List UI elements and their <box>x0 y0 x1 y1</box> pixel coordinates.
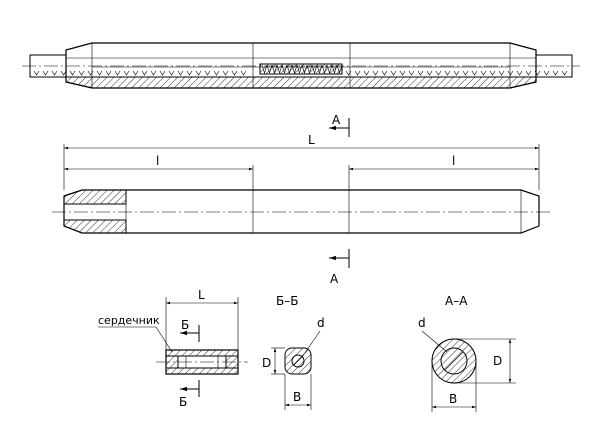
section-bb-view: Б–Б d D В <box>262 294 325 410</box>
strand-mark <box>60 70 67 76</box>
strand-mark <box>525 70 532 76</box>
core-texture-mark <box>261 64 268 75</box>
strand-mark <box>69 70 76 76</box>
strand-mark <box>96 70 103 76</box>
strand-mark <box>195 70 202 76</box>
overall-length-label: L <box>308 133 315 147</box>
core-texture-mark <box>301 64 308 75</box>
section-bb-title: Б–Б <box>276 294 298 308</box>
bb-diameter-label: d <box>317 316 325 330</box>
strand-mark <box>399 70 406 76</box>
strand-mark <box>462 70 469 76</box>
section-aa-view: А–А d D В <box>418 294 516 412</box>
core-callout-label: сердечник <box>98 314 160 327</box>
strand-mark <box>471 70 478 76</box>
strand-mark <box>177 70 184 76</box>
core-texture-mark <box>311 64 318 75</box>
strand-mark <box>87 70 94 76</box>
strand-mark <box>222 70 229 76</box>
strand-mark <box>381 70 388 76</box>
strand-mark <box>354 70 361 76</box>
strand-mark <box>507 70 514 76</box>
strand-mark <box>372 70 379 76</box>
strand-mark <box>33 70 40 76</box>
core-texture-mark <box>271 64 278 75</box>
strand-mark <box>168 70 175 76</box>
strand-mark <box>123 70 130 76</box>
strand-mark <box>78 70 85 76</box>
bb-width-label: В <box>293 390 301 404</box>
core-texture-mark <box>316 64 323 75</box>
core-texture-mark <box>331 64 338 75</box>
aa-height-label: D <box>493 354 502 368</box>
strand-mark <box>150 70 157 76</box>
strand-mark <box>417 70 424 76</box>
core-texture-mark <box>266 64 273 75</box>
sleeve-hatched-section <box>65 76 537 89</box>
strand-mark <box>435 70 442 76</box>
core-texture-mark <box>336 64 343 75</box>
core-texture-mark <box>276 64 283 75</box>
strand-mark <box>561 70 568 76</box>
strand-mark <box>159 70 166 76</box>
strand-mark <box>408 70 415 76</box>
strand-mark <box>534 70 541 76</box>
ferrule-length-label: L <box>198 288 205 302</box>
strand-mark <box>186 70 193 76</box>
sleeve-dimension-view: А L l l А <box>52 113 552 286</box>
core-texture-mark <box>286 64 293 75</box>
aa-width-label: В <box>449 392 457 406</box>
strand-mark <box>51 70 58 76</box>
strand-mark <box>42 70 49 76</box>
core-texture-mark <box>321 64 328 75</box>
strand-mark <box>363 70 370 76</box>
strand-mark <box>498 70 505 76</box>
section-b-bottom-label: Б <box>179 395 187 409</box>
left-length-label: l <box>156 154 159 168</box>
strand-mark <box>426 70 433 76</box>
strand-mark <box>114 70 121 76</box>
strand-mark <box>516 70 523 76</box>
strand-marks <box>33 64 568 76</box>
core-texture-mark <box>296 64 303 75</box>
sleeve-end-hatched <box>63 189 127 205</box>
strand-mark <box>132 70 139 76</box>
section-b-top-label: Б <box>181 318 189 332</box>
core-texture-mark <box>306 64 313 75</box>
strand-mark <box>141 70 148 76</box>
assembled-joint-view <box>22 42 580 89</box>
strand-mark <box>231 70 238 76</box>
core-texture-mark <box>291 64 298 75</box>
strand-mark <box>453 70 460 76</box>
strand-mark <box>345 70 352 76</box>
sleeve-body-outline <box>63 189 540 234</box>
strand-mark <box>105 70 112 76</box>
strand-mark <box>390 70 397 76</box>
strand-mark <box>204 70 211 76</box>
strand-mark <box>489 70 496 76</box>
bb-height-label: D <box>262 356 271 370</box>
core-texture-mark <box>326 64 333 75</box>
aa-diameter-label: d <box>418 316 426 330</box>
strand-mark <box>240 70 247 76</box>
strand-mark <box>543 70 550 76</box>
core-texture-mark <box>281 64 288 75</box>
strand-mark <box>480 70 487 76</box>
right-length-label: l <box>452 154 455 168</box>
section-aa-title: А–А <box>445 294 468 308</box>
strand-mark <box>444 70 451 76</box>
core-detail-view: L сердечник Б Б <box>98 288 248 409</box>
section-a-top-label: А <box>332 113 341 127</box>
section-a-bottom-label: А <box>330 272 339 286</box>
strand-mark <box>213 70 220 76</box>
strand-mark <box>552 70 559 76</box>
